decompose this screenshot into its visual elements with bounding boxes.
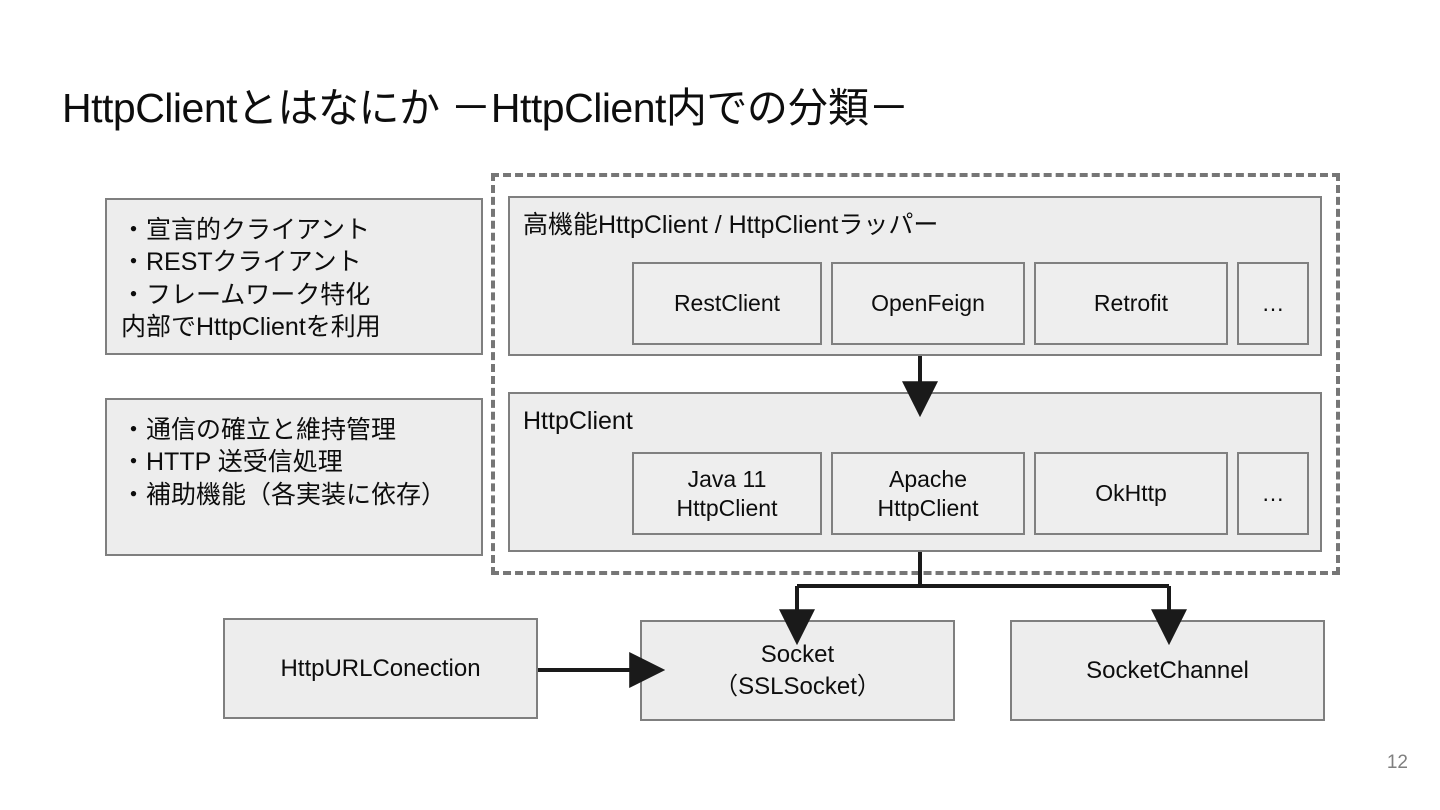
httpclient-note-line-1: ・通信の確立と維持管理 [121, 416, 397, 444]
page-number: 12 [1386, 752, 1408, 773]
page-title: HttpClientとはなにか －HttpClient内での分類－ [62, 85, 909, 131]
chip-more-httpclients[interactable]: … [1237, 452, 1309, 535]
wrapper-note-line-2: ・RESTクライアント [121, 248, 362, 277]
chip-java11-httpclient[interactable]: Java 11 HttpClient [632, 452, 822, 535]
chip-okhttp[interactable]: OkHttp [1034, 452, 1228, 535]
wrapper-note-line-1: ・宣言的クライアント [121, 216, 371, 244]
chip-more-wrappers[interactable]: … [1237, 262, 1309, 345]
httpclient-note-line-2: ・HTTP 送受信処理 [121, 448, 343, 477]
chip-apache-httpclient[interactable]: Apache HttpClient [831, 452, 1025, 535]
group-httpclient-label: HttpClient [523, 407, 633, 435]
group-high-function-httpclient: 高機能HttpClient / HttpClientラッパー RestClien… [508, 196, 1322, 356]
wrapper-notes-box: ・宣言的クライアント ・RESTクライアント ・フレームワーク特化 内部でHtt… [105, 198, 483, 355]
httpurlconection-box[interactable]: HttpURLConection [223, 618, 538, 719]
chip-restclient[interactable]: RestClient [632, 262, 822, 345]
wrapper-note-line-4: 内部でHttpClientを利用 [121, 312, 381, 341]
chip-openfeign[interactable]: OpenFeign [831, 262, 1025, 345]
chip-retrofit[interactable]: Retrofit [1034, 262, 1228, 345]
socketchannel-box[interactable]: SocketChannel [1010, 620, 1325, 721]
httpclient-note-line-3: ・補助機能（各実装に依存） [121, 480, 447, 509]
group-httpclient: HttpClient Java 11 HttpClient Apache Htt… [508, 392, 1322, 552]
group-high-function-httpclient-label: 高機能HttpClient / HttpClientラッパー [523, 211, 939, 239]
httpclient-notes-box: ・通信の確立と維持管理 ・HTTP 送受信処理 ・補助機能（各実装に依存） [105, 398, 483, 556]
wrapper-note-line-3: ・フレームワーク特化 [121, 280, 371, 309]
httpclient-scope-dashed-border [491, 173, 1340, 575]
socket-box[interactable]: Socket （SSLSocket） [640, 620, 955, 721]
